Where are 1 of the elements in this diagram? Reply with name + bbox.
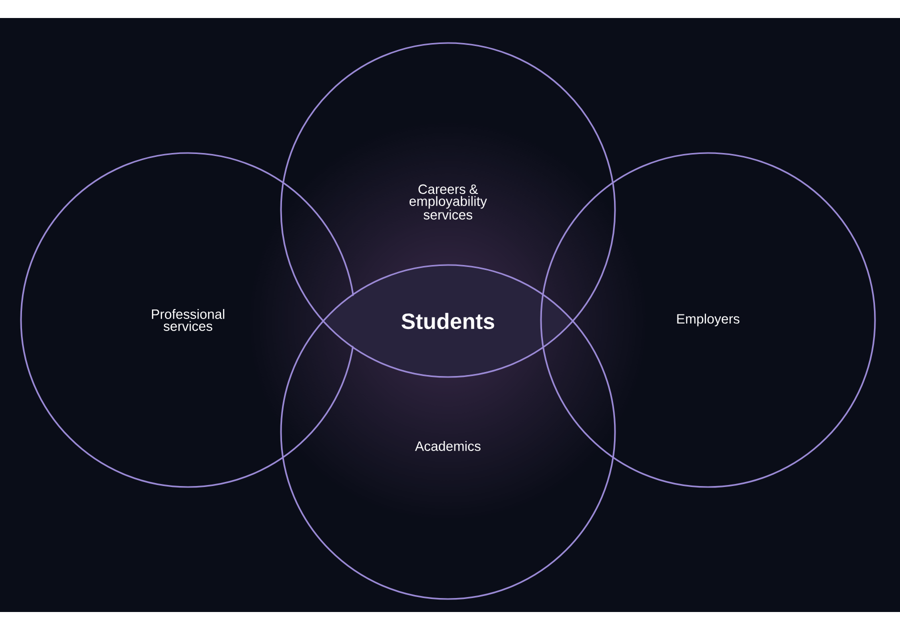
overlap-lens: Students [324,266,572,376]
